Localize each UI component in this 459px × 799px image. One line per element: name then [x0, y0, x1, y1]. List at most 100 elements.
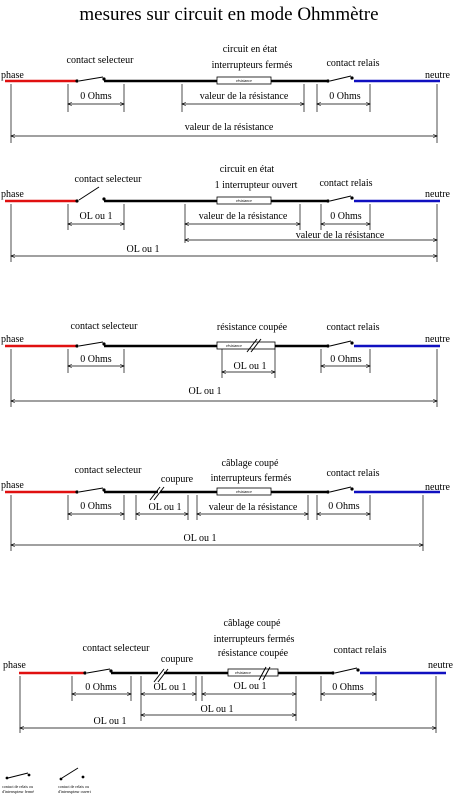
neutre-label: neutre [425, 70, 451, 81]
contact-dot [350, 196, 354, 200]
resistor-label: résistance [236, 198, 252, 203]
measure-value: 0 Ohms [80, 354, 112, 365]
selector-label: contact selecteur [67, 55, 135, 66]
resistor-label: résistance [235, 670, 251, 675]
legend-closed-switch-icon [7, 772, 29, 779]
state-label-line-2: 1 interrupteur ouvert [215, 180, 298, 191]
relay-label: contact relais [326, 322, 379, 333]
resistor-label: résistance [236, 78, 252, 83]
wire-cut-mark [149, 486, 161, 501]
legend-open-line-2: d'interrupteur ouvert [58, 789, 92, 794]
legend-closed-line-2: d'interrupteur fermé [2, 789, 34, 794]
measure-value: 0 Ohms [329, 91, 361, 102]
phase-label: phase [1, 334, 24, 345]
contact-dot [350, 76, 354, 80]
contact-dot [5, 776, 9, 780]
phase-label: phase [1, 70, 24, 81]
legend-closed-line-1: contact de relais ou [2, 784, 33, 789]
selector-switch-open [78, 186, 100, 201]
contact-dot [75, 199, 79, 203]
selector-switch-closed [78, 76, 104, 82]
resistor-break-mark [262, 666, 271, 681]
phase-label: phase [3, 660, 26, 671]
legend-open-switch-icon [61, 767, 79, 779]
resistor-break-mark [258, 666, 267, 681]
page-title: mesures sur circuit en mode Ohmmètre [79, 4, 378, 25]
resistor-break-mark [246, 338, 258, 353]
state-label-line-3: résistance coupée [218, 648, 289, 659]
legend-open-line-1: contact de relais ou [58, 784, 89, 789]
state-label-line-1: circuit en état [220, 164, 275, 175]
state-label-line-2: interrupteurs fermés [211, 473, 292, 484]
contact-dot [83, 671, 87, 675]
wire-cut-mark [153, 486, 165, 501]
resistor-break-mark [250, 338, 262, 353]
measure-value: OL ou 1 [234, 361, 267, 372]
diagram-1: phase neutre contact selecteur contact r… [1, 44, 451, 143]
contact-dot [75, 344, 79, 348]
measure-value: valeur de la résistance [185, 122, 274, 133]
state-label-line-1: câblage coupé [222, 458, 279, 469]
selector-switch-closed [78, 341, 104, 347]
diagram-4: phase neutre contact selecteur contact r… [1, 458, 451, 551]
contact-dot [326, 344, 330, 348]
contact-dot [326, 199, 330, 203]
relay-label: contact relais [326, 468, 379, 479]
contact-dot [75, 79, 79, 83]
phase-label: phase [1, 189, 24, 200]
relay-switch-closed [329, 340, 352, 347]
state-label-line-1: câblage coupé [224, 618, 281, 629]
neutre-label: neutre [425, 482, 451, 493]
measure-value: 0 Ohms [80, 501, 112, 512]
diagram-3: phase neutre contact selecteur contact r… [1, 321, 451, 407]
neutre-label: neutre [425, 189, 451, 200]
measure-value: OL ou 1 [184, 533, 217, 544]
measure-value: valeur de la résistance [296, 230, 385, 241]
measure-value: valeur de la résistance [209, 502, 298, 513]
relay-switch-closed [334, 667, 358, 674]
state-label-line-1: circuit en état [223, 44, 278, 55]
selector-switch-closed [78, 487, 104, 493]
measure-value: OL ou 1 [201, 704, 234, 715]
relay-switch-closed [329, 75, 352, 82]
state-label-line-2: interrupteurs fermés [214, 634, 295, 645]
contact-dot [356, 668, 360, 672]
selector-label: contact selecteur [83, 643, 151, 654]
measure-value: OL ou 1 [154, 682, 187, 693]
measure-value: 0 Ohms [85, 682, 117, 693]
measure-value: OL ou 1 [189, 386, 222, 397]
measure-value: 0 Ohms [80, 91, 112, 102]
measure-value: OL ou 1 [234, 681, 267, 692]
resistor-label: résistance [236, 489, 252, 494]
neutre-label: neutre [425, 334, 451, 345]
state-label-line-2: interrupteurs fermés [212, 60, 293, 71]
contact-dot [350, 341, 354, 345]
wire-cut-mark [153, 668, 165, 683]
contact-dot [59, 777, 63, 781]
measure-value: 0 Ohms [332, 682, 364, 693]
selector-label: contact selecteur [71, 321, 139, 332]
neutre-label: neutre [428, 660, 454, 671]
relay-label: contact relais [333, 645, 386, 656]
contact-dot [350, 487, 354, 491]
measure-value: 0 Ohms [328, 501, 360, 512]
measure-value: valeur de la résistance [200, 91, 289, 102]
contact-dot [75, 490, 79, 494]
phase-label: phase [1, 480, 24, 491]
relay-switch-closed [329, 486, 352, 493]
contact-dot [81, 775, 85, 779]
selector-label: contact selecteur [75, 174, 143, 185]
contact-dot [326, 490, 330, 494]
legend: contact de relais ou d'interrupteur ferm… [2, 767, 92, 794]
cut-label: coupure [161, 474, 194, 485]
contact-dot [331, 671, 335, 675]
relay-label: contact relais [326, 58, 379, 69]
selector-label: contact selecteur [75, 465, 143, 476]
measure-value: 0 Ohms [330, 211, 362, 222]
wire-cut-mark [157, 668, 169, 683]
measure-value: OL ou 1 [149, 502, 182, 513]
measure-value: OL ou 1 [127, 244, 160, 255]
relay-switch-closed [329, 195, 352, 202]
diagram-2: phase neutre contact selecteur contact r… [1, 164, 451, 262]
